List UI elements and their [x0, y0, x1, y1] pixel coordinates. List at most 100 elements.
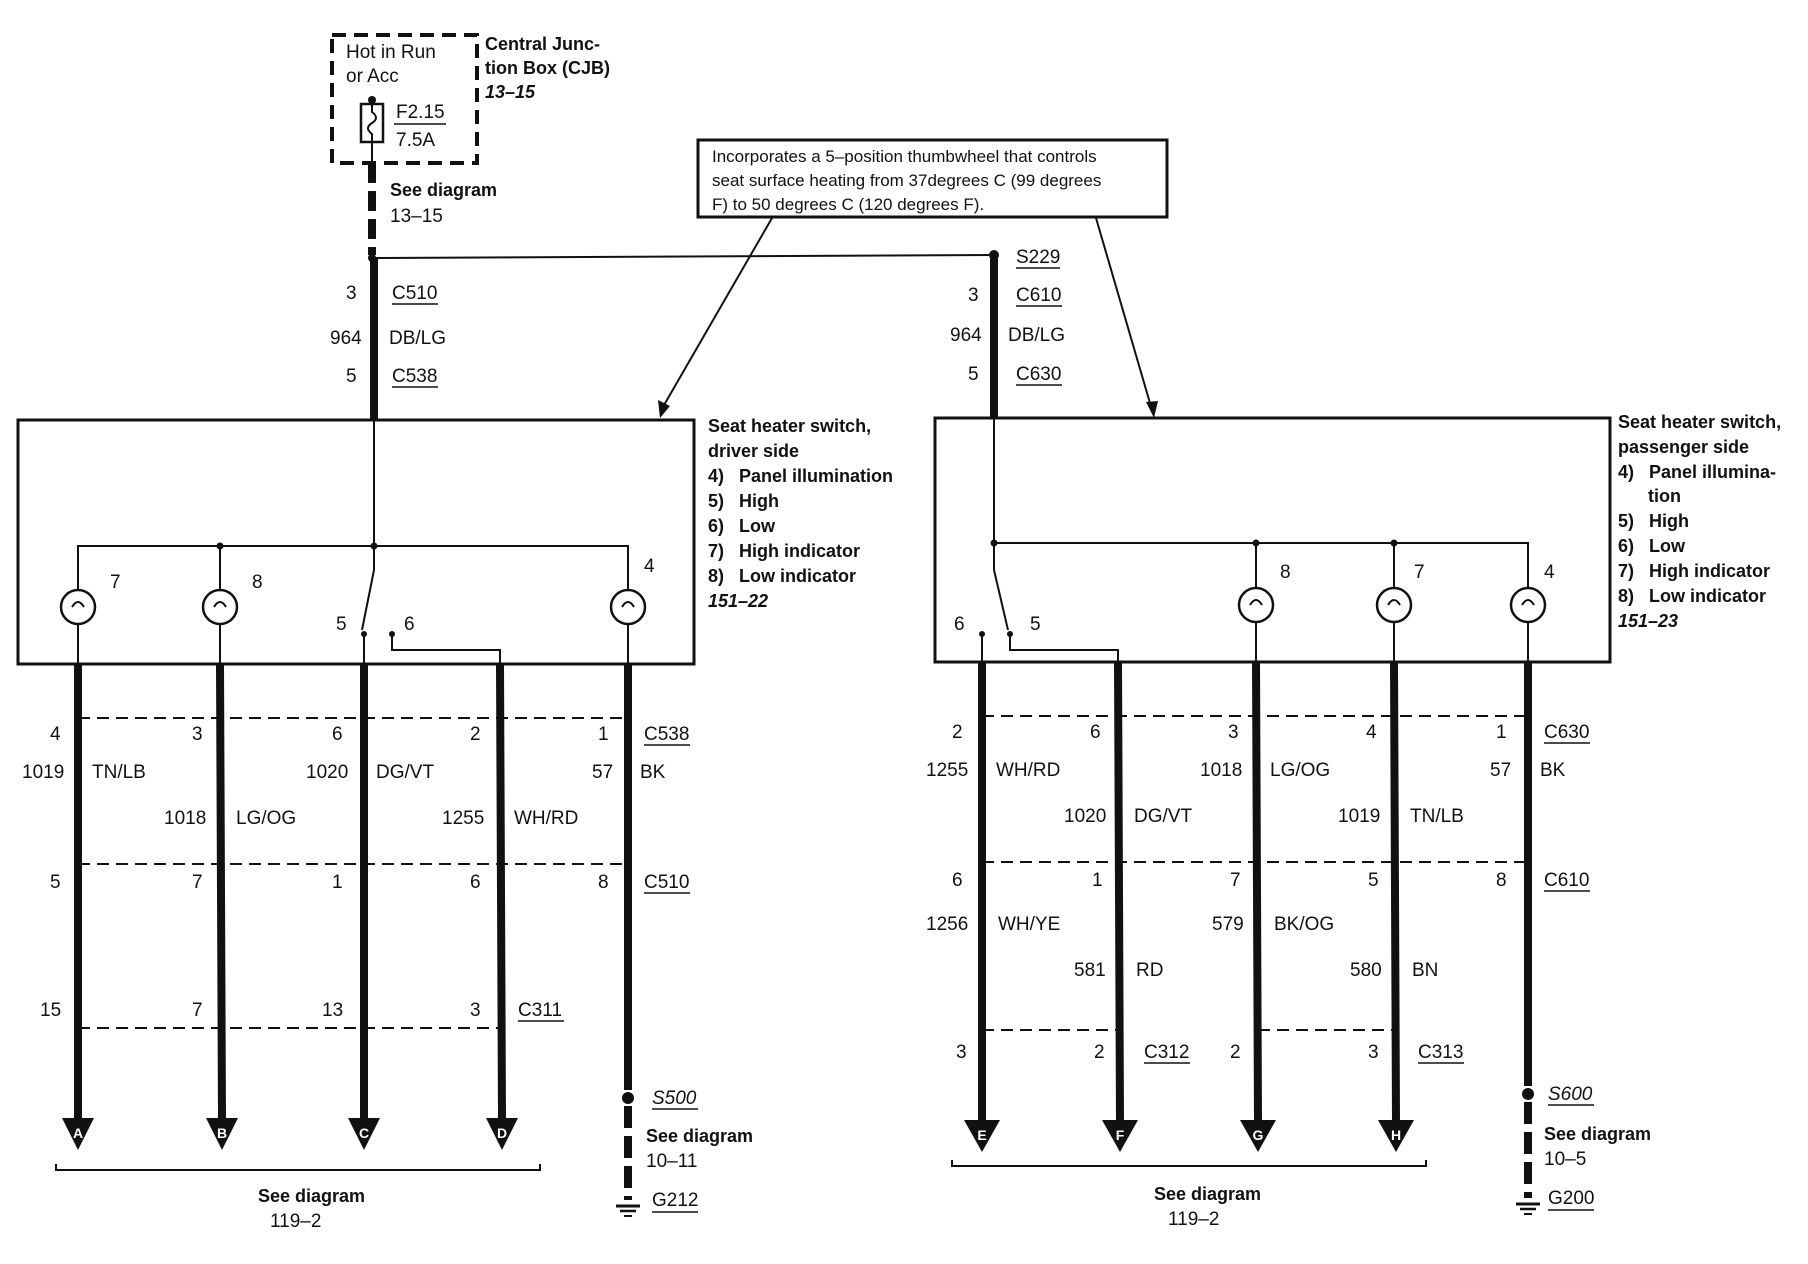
passenger-wire-circuit: 57 — [1490, 760, 1511, 781]
driver-internal-bus — [77, 545, 629, 598]
driver-lamp-label-7: 7 — [110, 572, 121, 593]
passenger-c312-pin: 3 — [956, 1042, 967, 1063]
lamp-icon — [1237, 586, 1275, 624]
driver-splice-label: S500 — [652, 1088, 697, 1109]
passenger-splice-label: S600 — [1548, 1084, 1593, 1105]
passenger-bottom-see-label: See diagram — [1154, 1184, 1261, 1204]
driver-ref: 151–22 — [708, 591, 768, 611]
driver-c538-pin: 2 — [470, 724, 481, 745]
driver-legend-item-8: 8) Low indicator — [708, 566, 856, 586]
note-line3: F) to 50 degrees C (120 degrees F). — [712, 195, 984, 214]
passenger-c312-pin: 2 — [1094, 1042, 1105, 1063]
passenger-c610-feed-pin: 3 — [968, 285, 979, 306]
driver-c510-label: C510 — [644, 872, 689, 893]
lamp-icon — [609, 588, 647, 626]
passenger-title-line1: Seat heater switch, — [1618, 412, 1781, 432]
driver-ground-label: G212 — [652, 1190, 698, 1211]
lamp-icon — [59, 588, 97, 626]
driver-lamp-label-4: 4 — [644, 556, 655, 577]
driver-arrow-d: D — [486, 1118, 518, 1150]
passenger-feed-color: DB/LG — [1008, 325, 1065, 346]
passenger-wire-color: BK/OG — [1274, 914, 1334, 935]
driver-switch-blade — [361, 569, 375, 631]
passenger-feed-circuit: 964 — [950, 325, 982, 346]
driver-bottom-bracket — [55, 1164, 541, 1171]
splice-node-s229 — [989, 250, 999, 260]
driver-c311-label: C311 — [518, 1000, 562, 1021]
passenger-c610-pin: 5 — [1368, 870, 1379, 891]
fuse-element — [367, 104, 377, 142]
passenger-c610-label: C610 — [1544, 870, 1589, 891]
passenger-switch-box — [933, 416, 1612, 664]
note-arrow-passenger — [1095, 217, 1153, 411]
fuse-node — [368, 96, 376, 104]
lamp-filament — [213, 601, 227, 608]
passenger-c312-label: C312 — [1144, 1042, 1189, 1063]
driver-wire-color: DG/VT — [376, 762, 434, 783]
passenger-c610-pin: 7 — [1230, 870, 1241, 891]
driver-lamp-panel-illumination — [609, 588, 647, 664]
lamp-filament — [1521, 599, 1535, 606]
driver-c510-pin: 8 — [598, 872, 609, 893]
driver-ground-see-ref: 10–11 — [646, 1151, 697, 1172]
arrow-down-icon — [62, 1118, 94, 1150]
driver-switch-label-6: 6 — [404, 614, 415, 635]
driver-legend-item-5: 5) High — [708, 491, 779, 511]
passenger-wire-g — [1252, 661, 1262, 1123]
passenger-legend-item-8: 8) Low indicator — [1618, 586, 1766, 606]
passenger-c610-pin: 1 — [1092, 870, 1103, 891]
arrow-down-icon — [964, 1120, 1000, 1152]
passenger-c630-feed-pin: 5 — [968, 364, 979, 385]
arrow-label: H — [1391, 1127, 1401, 1143]
passenger-c313-pin: 3 — [1368, 1042, 1379, 1063]
splice-s229-label: S229 — [1016, 247, 1060, 268]
arrow-label: E — [977, 1127, 986, 1143]
passenger-internal-bus — [994, 542, 1529, 598]
driver-legend-item-4: 4) Panel illumination — [708, 466, 893, 486]
lamp-filament — [1387, 599, 1401, 606]
passenger-c630-pin: 2 — [952, 722, 963, 743]
passenger-splice-s600 — [1522, 1088, 1534, 1100]
passenger-wire-circuit: 580 — [1350, 960, 1382, 981]
splice-tie-wire — [371, 254, 995, 259]
passenger-bus-node-8 — [1252, 539, 1260, 547]
passenger-arrow-e: E — [964, 1120, 1000, 1152]
passenger-legend-item-4-cont: tion — [1618, 486, 1681, 506]
arrow-down-icon — [206, 1118, 238, 1150]
arrow-label: A — [73, 1125, 83, 1141]
ground-icon — [616, 1204, 640, 1217]
passenger-c610-feed-label: C610 — [1016, 285, 1061, 306]
passenger-lamp-panel-illumination — [1509, 586, 1547, 662]
driver-c311-pin: 3 — [470, 1000, 481, 1021]
driver-feed-circuit: 964 — [330, 328, 362, 349]
arrow-down-icon — [1378, 1120, 1414, 1152]
passenger-legend-item-6: 6) Low — [1618, 536, 1686, 556]
passenger-c313-pin: 2 — [1230, 1042, 1241, 1063]
driver-c510-pin: 7 — [192, 872, 203, 893]
driver-lamp-low-indicator — [201, 588, 239, 664]
passenger-c630-pin: 1 — [1496, 722, 1507, 743]
cjb-see-ref: 13–15 — [390, 206, 443, 227]
passenger-title-line2: passenger side — [1618, 437, 1749, 457]
driver-wire-color: WH/RD — [514, 808, 578, 829]
passenger-wire-circuit: 581 — [1074, 960, 1106, 981]
thumbwheel-note: Incorporates a 5–position thumbwheel tha… — [658, 138, 1169, 418]
passenger-wire-harness: 2 6 3 4 1 C630 1255 WH/RD 1020 DG/VT 101… — [926, 661, 1651, 1230]
driver-switch-box — [16, 418, 696, 666]
ground-icon — [1516, 1202, 1540, 1215]
lamp-filament — [621, 601, 635, 608]
driver-c510-pin: 5 — [50, 872, 61, 893]
cjb-title-line2: tion Box (CJB) — [485, 58, 610, 78]
passenger-ground-label: G200 — [1548, 1188, 1594, 1209]
driver-c311-pin: 7 — [192, 1000, 203, 1021]
passenger-lamp-label-8: 8 — [1280, 562, 1291, 583]
driver-arrow-b: B — [206, 1118, 238, 1150]
passenger-arrow-h: H — [1378, 1120, 1414, 1152]
driver-switch-label-5: 5 — [336, 614, 347, 635]
driver-wire-circuit: 1020 — [306, 762, 348, 783]
driver-wire-color: BK — [640, 762, 666, 783]
driver-feed-color: DB/LG — [389, 328, 446, 349]
driver-c510-pin: 1 — [332, 872, 343, 893]
driver-legend-item-7: 7) High indicator — [708, 541, 860, 561]
